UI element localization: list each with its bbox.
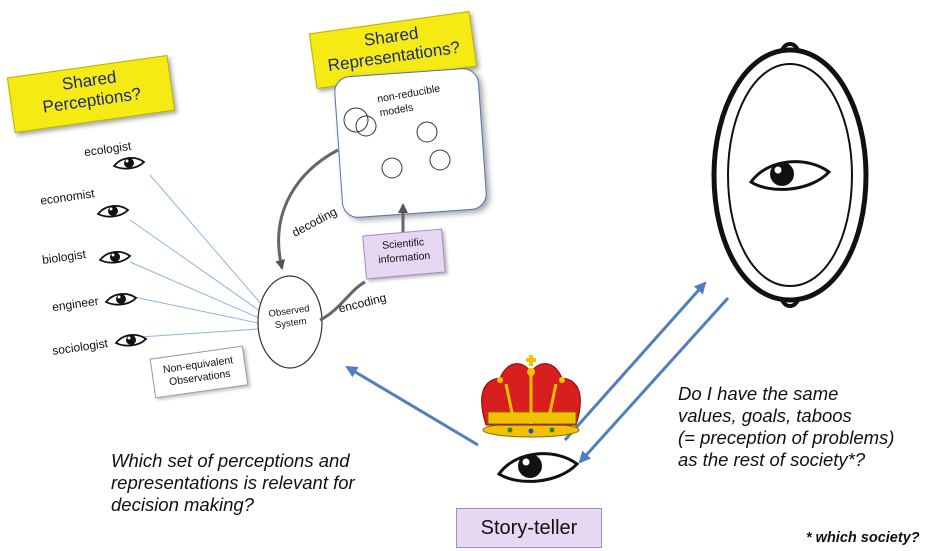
society-question-line1: Do I have the same — [678, 383, 839, 404]
which-society-footnote: * which society? — [806, 530, 920, 546]
encoding-arrow — [319, 280, 366, 322]
model-circle — [355, 115, 377, 137]
sight-line — [139, 328, 259, 338]
sight-lines — [129, 174, 263, 338]
eye-icon — [96, 205, 130, 218]
model-circle — [381, 157, 403, 179]
mirror-icon — [711, 42, 869, 308]
storyteller-to-mirror-arrow — [563, 281, 707, 441]
mirror-to-storyteller-arrow — [578, 296, 730, 464]
model-circle — [416, 121, 438, 143]
sight-line — [133, 296, 259, 324]
eye-icon — [748, 160, 832, 191]
society-question-line3: (= preception of problems) — [678, 427, 895, 448]
crown-icon — [481, 355, 581, 438]
storyteller-box: Story-teller — [456, 508, 602, 548]
eye-icon — [98, 251, 132, 264]
model-circle — [429, 149, 451, 171]
model-circle — [343, 107, 369, 133]
sight-line — [149, 174, 263, 306]
eye-icon — [112, 157, 146, 170]
decision-question-line2: representations is relevant for — [111, 472, 355, 493]
observed-system-circle — [257, 275, 323, 369]
society-question-line2: values, goals, taboos — [678, 405, 852, 426]
eye-icon — [496, 452, 580, 483]
eye-icon — [104, 293, 138, 306]
model-circles — [343, 107, 451, 179]
society-question: Do I have the same values, goals, taboos… — [678, 383, 932, 471]
scientific-information-box: Scientific information — [362, 228, 446, 280]
eye-icon — [114, 334, 148, 347]
decision-question-line3: decision making? — [111, 494, 254, 515]
decision-question-line1: Which set of perceptions and — [111, 450, 350, 471]
society-question-line4: as the rest of society*? — [678, 449, 866, 470]
sight-line — [129, 261, 260, 319]
decoding-arrow — [275, 148, 339, 270]
decision-question: Which set of perceptions and representat… — [111, 450, 411, 516]
sight-line — [129, 219, 261, 312]
storyteller-to-system-arrow — [345, 365, 479, 447]
